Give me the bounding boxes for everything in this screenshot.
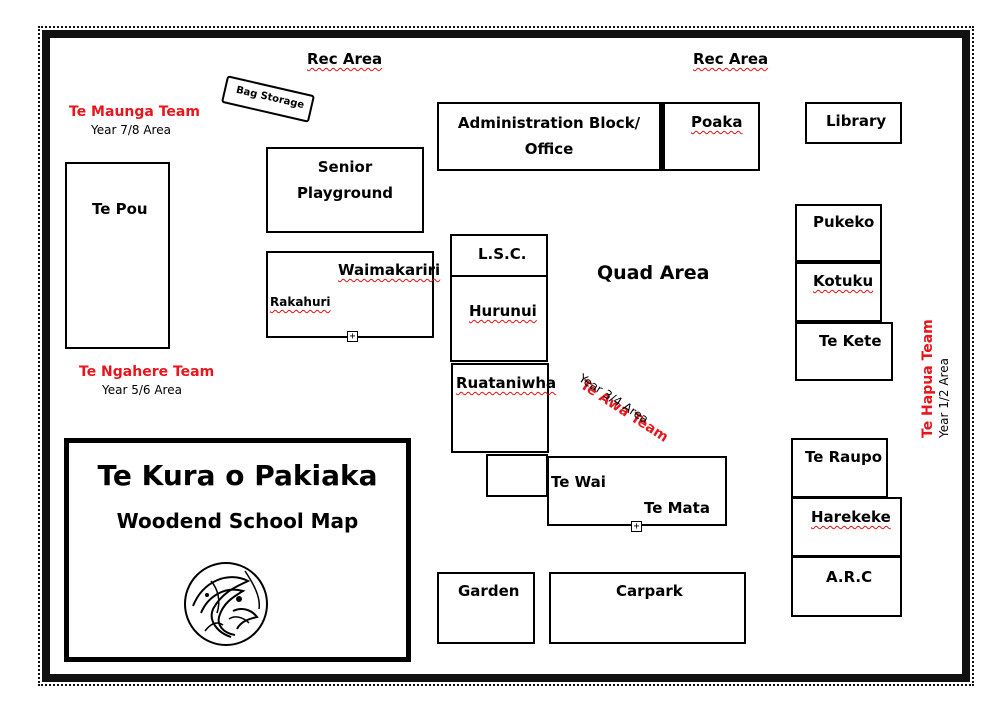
building-arc-label: A.R.C	[826, 568, 873, 586]
building-hurunui[interactable]: Hurunui	[450, 275, 548, 362]
garden[interactable]: Garden	[437, 572, 535, 644]
building-te-kete-label: Te Kete	[819, 332, 882, 350]
building-te-pou[interactable]: Te Pou	[65, 162, 170, 349]
team-hapua-area: Year 1/2 Area	[937, 358, 951, 438]
building-ruataniwha[interactable]: Ruataniwha	[451, 363, 556, 453]
team-ngahere-label: Te Ngahere Team	[79, 364, 215, 380]
building-te-wai-annex[interactable]	[486, 454, 548, 497]
building-pukeko[interactable]: Pukeko	[795, 204, 882, 262]
team-maunga-area: Year 7/8 Area	[91, 123, 171, 137]
building-rakahuri-label: Rakahuri	[270, 295, 331, 309]
building-ruataniwha-label: Ruataniwha	[456, 374, 557, 392]
building-lsc[interactable]: L.S.C.	[450, 234, 548, 277]
rec-area-right-label: Rec Area	[693, 50, 769, 68]
building-kotuku[interactable]: Kotuku	[795, 262, 882, 322]
building-te-wai[interactable]: Te Wai Te Mata +	[547, 456, 727, 532]
building-waimakariri-label: Waimakariri	[338, 261, 441, 279]
building-kotuku-label: Kotuku	[813, 272, 874, 290]
building-harekeke[interactable]: Harekeke	[791, 497, 902, 557]
carpark[interactable]: Carpark	[549, 572, 746, 644]
building-poaka-label: Poaka	[691, 113, 743, 131]
building-te-raupo[interactable]: Te Raupo	[791, 438, 888, 498]
building-poaka[interactable]: Poaka	[661, 102, 760, 171]
team-hapua-label: Te Hapua Team	[920, 319, 936, 438]
building-harekeke-label: Harekeke	[811, 508, 891, 526]
building-arc[interactable]: A.R.C	[791, 556, 902, 617]
quad-area-label: Quad Area	[597, 262, 710, 284]
map-title: Te Kura o Pakiaka	[97, 459, 378, 492]
building-te-mata-label: Te Mata	[644, 499, 710, 517]
map-title-box: Te Kura o Pakiaka Woodend School Map	[64, 438, 411, 662]
building-library[interactable]: Library	[805, 102, 902, 144]
garden-label: Garden	[458, 582, 520, 600]
map-subtitle: Woodend School Map	[116, 509, 359, 533]
building-pukeko-label: Pukeko	[813, 213, 875, 231]
school-crest-icon	[183, 561, 269, 647]
building-te-raupo-label: Te Raupo	[805, 448, 883, 466]
carpark-label: Carpark	[616, 582, 683, 600]
building-te-kete[interactable]: Te Kete	[795, 322, 893, 381]
building-admin-label: Administration Block/ Office	[457, 114, 641, 158]
expand-icon[interactable]: +	[347, 331, 358, 342]
building-admin[interactable]: Administration Block/ Office	[437, 102, 661, 171]
building-library-label: Library	[826, 112, 887, 130]
expand-icon[interactable]: +	[631, 521, 642, 532]
building-waimakariri[interactable]: Waimakariri Rakahuri +	[266, 251, 440, 342]
building-hurunui-label: Hurunui	[469, 302, 537, 320]
building-lsc-label: L.S.C.	[478, 245, 527, 263]
building-te-wai-label: Te Wai	[551, 473, 606, 491]
building-te-pou-label: Te Pou	[92, 200, 148, 218]
senior-playground-label: Senior Playground	[296, 158, 394, 202]
rec-area-left-label: Rec Area	[307, 50, 383, 68]
senior-playground[interactable]: Senior Playground	[266, 147, 424, 233]
team-ngahere-area: Year 5/6 Area	[102, 383, 182, 397]
team-maunga-label: Te Maunga Team	[69, 104, 200, 120]
